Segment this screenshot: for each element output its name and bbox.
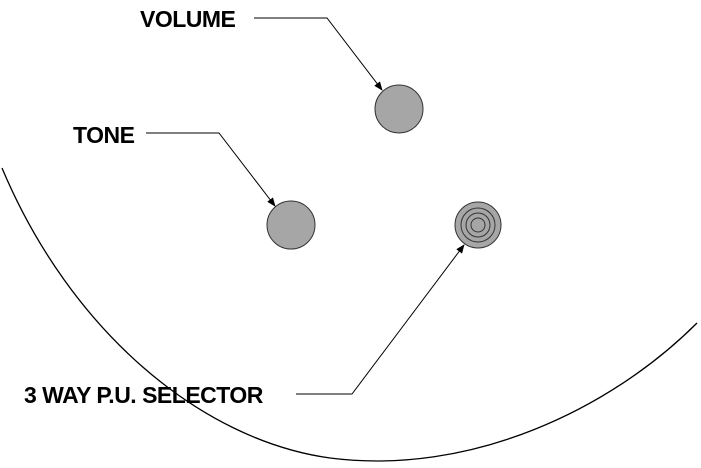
body-outline: [1, 167, 698, 462]
volume-knob: [374, 84, 424, 134]
volume-label: VOLUME: [140, 6, 236, 32]
selector-label: 3 WAY P.U. SELECTOR: [24, 382, 264, 408]
tone-leader-line: [146, 132, 276, 207]
selector-leader-line: [296, 244, 465, 395]
tone-knob: [266, 200, 316, 250]
volume-leader-line: [254, 17, 383, 91]
pickup-selector-switch: [454, 201, 502, 249]
tone-label: TONE: [73, 122, 135, 148]
